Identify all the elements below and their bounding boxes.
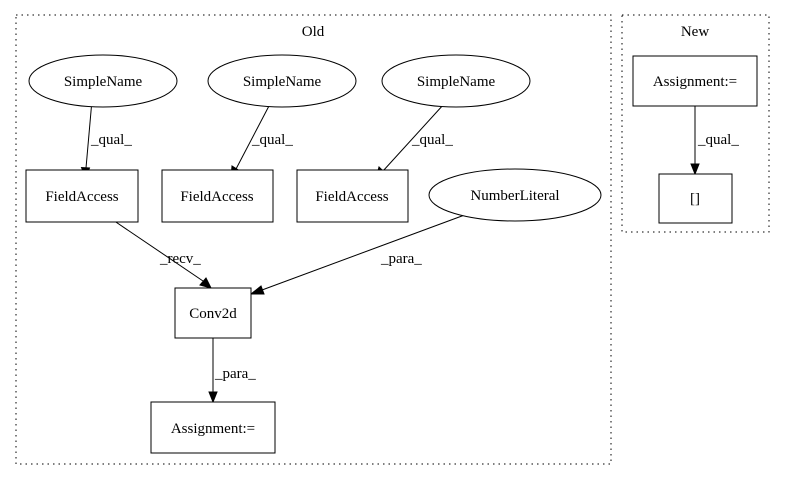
node-label: Assignment:= [653,74,737,90]
node-label: Conv2d [189,306,237,322]
edge-label-para: _para_ [380,251,422,267]
node-label: Assignment:= [171,421,255,437]
rect-shape [161,169,274,223]
edge-num-conv: _para_ [249,212,471,295]
edge-label-qual: _qual_ [697,132,739,148]
ellipse-shape [428,168,602,222]
node-label: NumberLiteral [470,188,559,204]
rect-shape [150,401,276,454]
ellipse-shape [381,54,531,108]
node-simplename-3: SimpleName [381,54,531,108]
node-fieldaccess-1: FieldAccess [25,169,139,223]
node-conv2d: Conv2d [174,287,252,339]
rect-shape [658,173,733,224]
cluster-old-border [15,14,612,465]
edge-sn2-fa2: _qual_ [230,103,293,180]
node-label: SimpleName [417,74,496,90]
cluster-new-label: New [681,24,709,40]
edge-label-recv: _recv_ [159,251,201,267]
edge-sn3-fa3: _qual_ [375,103,453,179]
node-fieldaccess-2: FieldAccess [161,169,274,223]
edge-label-qual: _qual_ [251,132,293,148]
node-index: [] [658,173,733,224]
node-label: FieldAccess [315,189,388,205]
cluster-old-label: Old [302,24,325,40]
node-assignment-old: Assignment:= [150,401,276,454]
node-simplename-1: SimpleName [28,54,178,108]
rect-shape [296,169,409,223]
node-label: SimpleName [243,74,322,90]
ellipse-shape [207,54,357,108]
rect-shape [632,55,758,107]
cluster-new: New [621,14,770,233]
rect-shape [25,169,139,223]
node-fieldaccess-3: FieldAccess [296,169,409,223]
edge-fa1-conv: _recv_ [106,215,212,289]
node-label: FieldAccess [180,189,253,205]
edge-label-qual: _qual_ [90,132,132,148]
node-label: [] [690,191,700,207]
node-assignment-new: Assignment:= [632,55,758,107]
edge-label-qual: _qual_ [411,132,453,148]
node-label: SimpleName [64,74,143,90]
rect-shape [174,287,252,339]
edge-sn1-fa1: _qual_ [80,99,132,180]
cluster-old: Old [15,14,612,465]
node-label: FieldAccess [45,189,118,205]
edge-assignnew-index: _qual_ [690,106,739,176]
edge-label-para: _para_ [214,366,256,382]
node-numberliteral: NumberLiteral [428,168,602,222]
edge-conv-assign: _para_ [208,338,256,404]
ellipse-shape [28,54,178,108]
node-simplename-2: SimpleName [207,54,357,108]
